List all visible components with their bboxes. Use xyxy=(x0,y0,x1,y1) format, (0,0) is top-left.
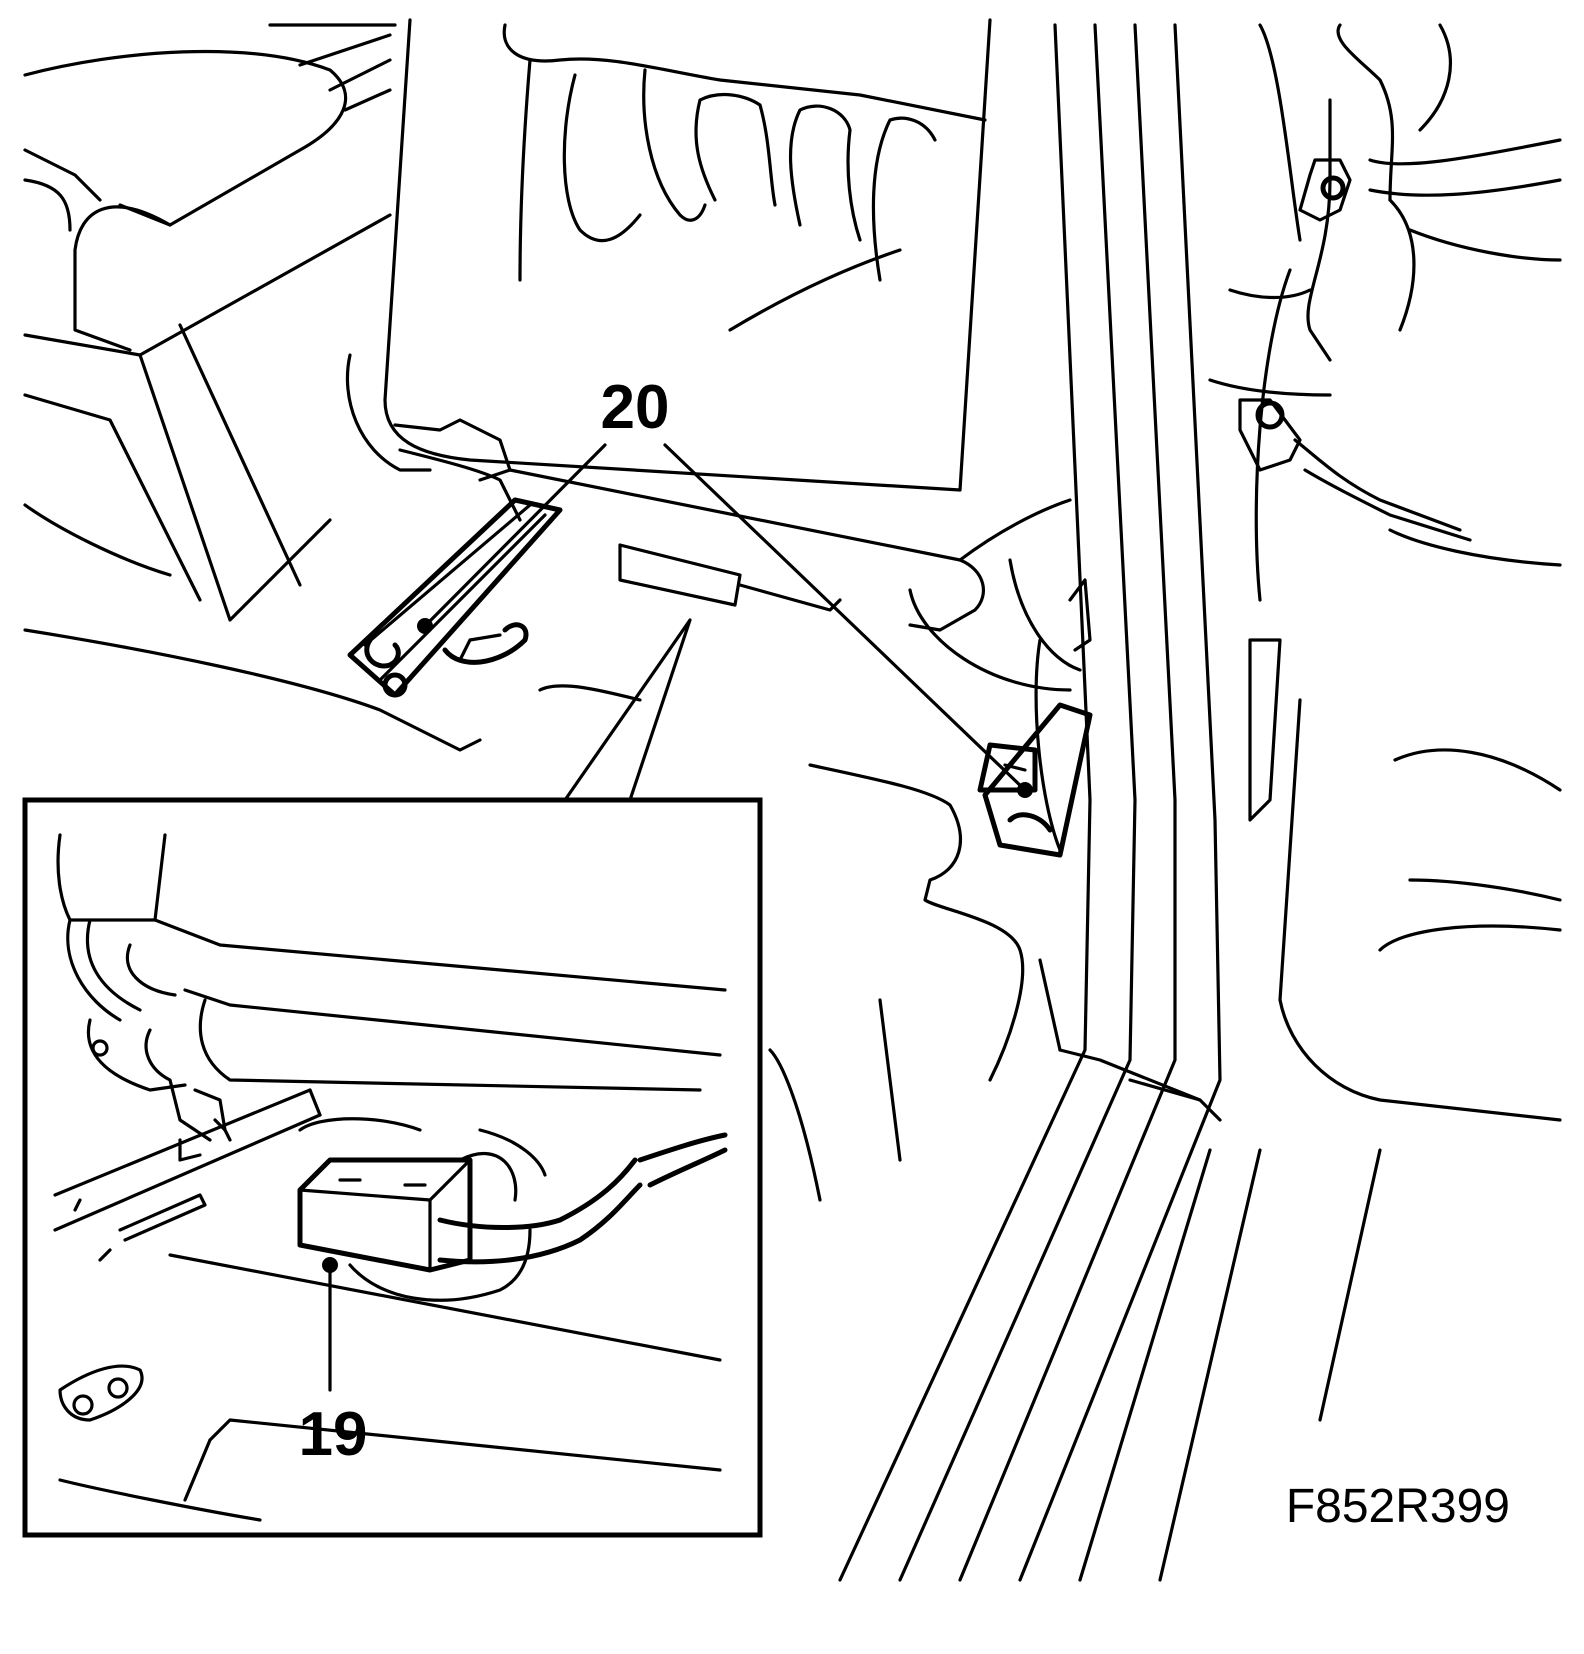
figure-reference-code: F852R399 xyxy=(1286,1480,1510,1533)
seat-base xyxy=(393,418,1092,692)
floor xyxy=(23,628,1025,1202)
door-pillar-sill xyxy=(838,23,1382,1582)
rear-seat-left xyxy=(23,23,397,622)
callout-label-19: 19 xyxy=(299,1400,368,1469)
inset-detail xyxy=(22,797,763,1538)
main-scene xyxy=(23,18,1562,1582)
seat-rail-left xyxy=(347,497,563,698)
callout-label-20: 20 xyxy=(601,373,670,442)
front-seat-backrest xyxy=(345,18,992,492)
seatbelt-area xyxy=(1208,23,1562,1122)
inset-pointer xyxy=(563,618,692,802)
seat-rail-right xyxy=(977,702,1093,858)
callout-20-leaders xyxy=(423,443,1027,792)
